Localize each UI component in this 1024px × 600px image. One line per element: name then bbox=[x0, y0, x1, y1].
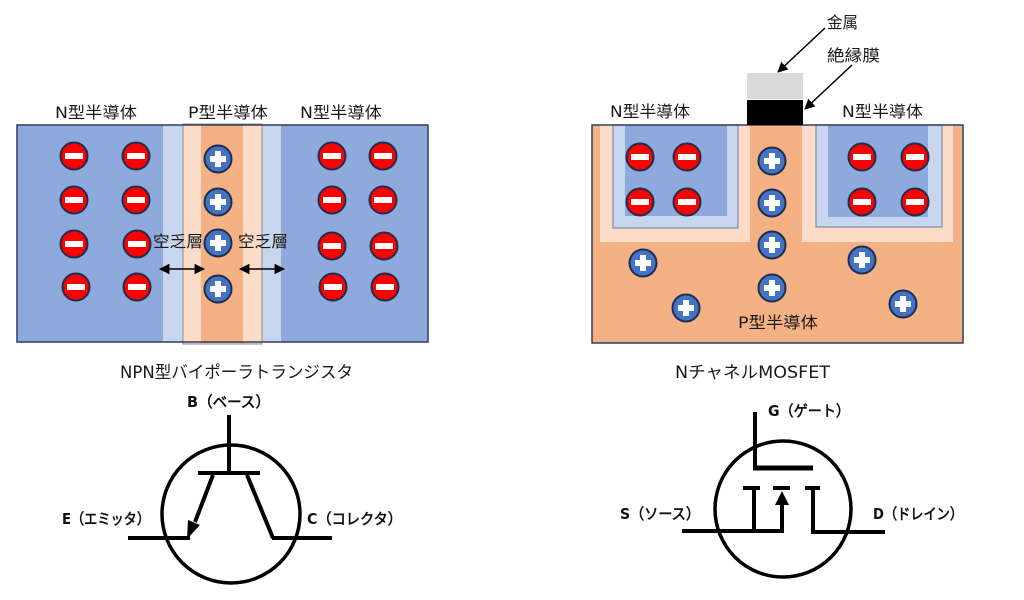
npn-charges bbox=[59, 141, 400, 304]
depletion-label-left: 空乏層 bbox=[153, 232, 203, 251]
callout-arrow-metal bbox=[777, 27, 826, 73]
electron-minus-icon bbox=[368, 141, 398, 171]
hole-plus-icon bbox=[888, 289, 918, 319]
mosfet-label-p-substrate: P型半導体 bbox=[738, 313, 818, 332]
hole-plus-icon bbox=[203, 187, 233, 217]
hole-plus-icon bbox=[628, 248, 658, 278]
electron-minus-icon bbox=[900, 142, 930, 172]
mosfet-label-n-drain: N型半導体 bbox=[842, 102, 923, 121]
drain-label: D（ドレイン） bbox=[873, 505, 963, 523]
hole-plus-icon bbox=[847, 245, 877, 275]
electron-minus-icon bbox=[59, 185, 89, 215]
collector-label: C（コレクタ） bbox=[307, 510, 402, 528]
electron-minus-icon bbox=[370, 272, 400, 302]
gate-label: G（ゲート） bbox=[768, 402, 850, 420]
base-label: B（ベース） bbox=[187, 393, 270, 411]
electron-minus-icon bbox=[900, 187, 930, 217]
npn-label-n-right: N型半導体 bbox=[300, 103, 382, 122]
hole-plus-icon bbox=[757, 273, 787, 303]
electron-minus-icon bbox=[317, 141, 347, 171]
mosfet-cross-section: N型半導体 N型半導体 P型半導体 金属 絶縁膜 NチャネルMOSFET bbox=[591, 13, 964, 383]
electron-minus-icon bbox=[672, 187, 702, 217]
npn-depletion-n-right bbox=[262, 125, 281, 342]
callout-insulator: 絶縁膜 bbox=[827, 46, 880, 65]
mosfet-title: NチャネルMOSFET bbox=[675, 363, 831, 383]
electron-minus-icon bbox=[625, 142, 655, 172]
hole-plus-icon bbox=[203, 144, 233, 174]
electron-minus-icon bbox=[121, 185, 151, 215]
npn-label-p-center: P型半導体 bbox=[188, 103, 268, 122]
npn-outline bbox=[16, 124, 429, 343]
hole-plus-icon bbox=[203, 274, 233, 304]
electron-minus-icon bbox=[61, 272, 91, 302]
electron-minus-icon bbox=[672, 142, 702, 172]
mosfet-label-n-source: N型半導体 bbox=[610, 102, 690, 121]
electron-minus-icon bbox=[625, 187, 655, 217]
electron-minus-icon bbox=[59, 141, 89, 171]
mosfet-symbol: G（ゲート） S（ソース） D（ドレイン） bbox=[620, 402, 963, 579]
gate-metal bbox=[747, 73, 803, 99]
electron-minus-icon bbox=[368, 185, 398, 215]
mosfet-symbol-circle bbox=[713, 439, 853, 579]
electron-minus-icon bbox=[122, 272, 152, 302]
electron-minus-icon bbox=[847, 187, 877, 217]
hole-plus-icon bbox=[757, 230, 787, 260]
callout-arrow-insulator bbox=[804, 64, 853, 110]
hole-plus-icon bbox=[757, 188, 787, 218]
mosfet-charges bbox=[625, 142, 930, 323]
emitter-arrow-icon bbox=[187, 520, 200, 539]
hole-plus-icon bbox=[203, 228, 233, 258]
electron-minus-icon bbox=[122, 229, 152, 259]
emitter-diagonal bbox=[193, 474, 215, 523]
npn-transistor-symbol: B（ベース） E（エミッタ） C（コレクタ） bbox=[62, 393, 402, 585]
body-arrow-icon bbox=[775, 491, 789, 505]
emitter-label: E（エミッタ） bbox=[62, 510, 150, 528]
npn-cross-section: N型半導体 P型半導体 N型半導体 空乏層 空乏層 NPN型バイポーラトランジス… bbox=[16, 103, 429, 383]
source-label: S（ソース） bbox=[620, 505, 700, 523]
callout-metal: 金属 bbox=[827, 13, 858, 32]
electron-minus-icon bbox=[121, 141, 151, 171]
electron-minus-icon bbox=[317, 185, 347, 215]
npn-label-n-left: N型半導体 bbox=[55, 103, 137, 122]
collector-diagonal bbox=[245, 474, 275, 539]
hole-plus-icon bbox=[757, 146, 787, 176]
hole-plus-icon bbox=[671, 293, 701, 323]
electron-minus-icon bbox=[369, 231, 399, 261]
npn-title: NPN型バイポーラトランジスタ bbox=[120, 363, 353, 383]
electron-minus-icon bbox=[317, 231, 347, 261]
electron-minus-icon bbox=[318, 272, 348, 302]
depletion-label-right: 空乏層 bbox=[238, 232, 288, 251]
electron-minus-icon bbox=[847, 142, 877, 172]
electron-minus-icon bbox=[59, 229, 89, 259]
gate-insulator bbox=[747, 100, 803, 125]
npn-depletion-n-left bbox=[163, 125, 183, 342]
